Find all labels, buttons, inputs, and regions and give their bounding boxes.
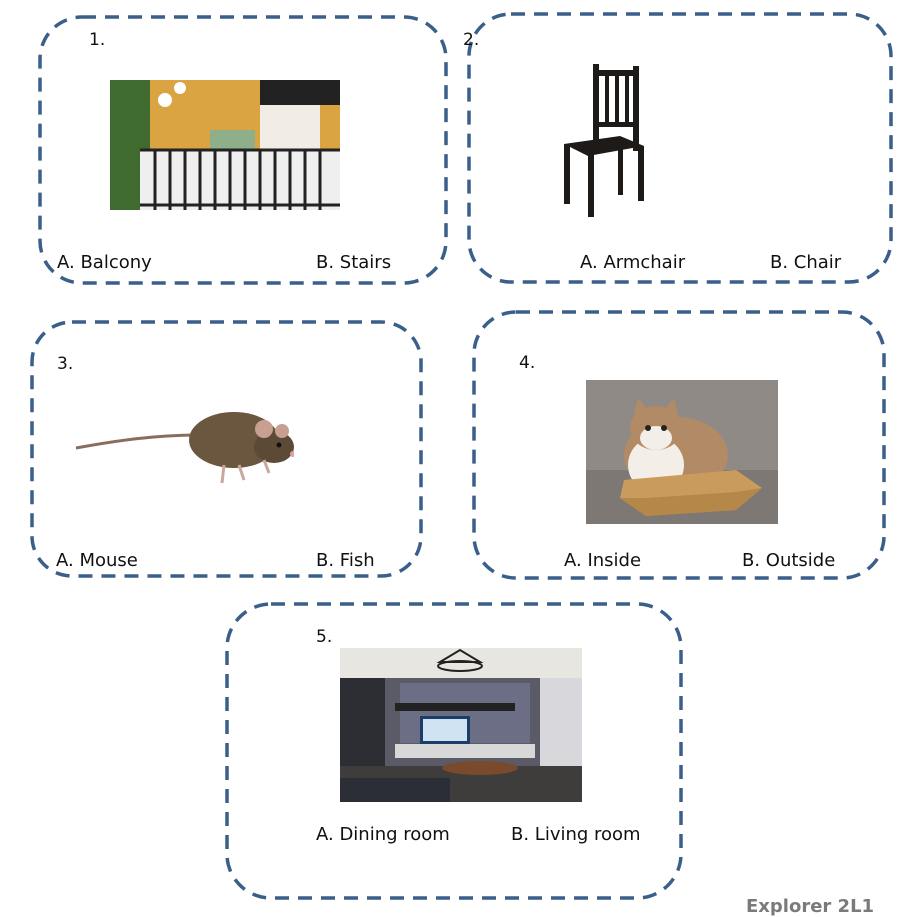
chair-image <box>560 64 650 219</box>
cat-in-box-image <box>586 380 778 524</box>
question-card-2: 2. A. Armchair B. Chair <box>463 12 893 284</box>
option-b[interactable]: B. Chair <box>770 252 842 273</box>
question-number: 5. <box>316 627 333 647</box>
dashed-border <box>30 320 423 578</box>
dashed-border <box>38 15 448 285</box>
option-b[interactable]: B. Fish <box>316 550 375 571</box>
question-card-3: 3. A. Mouse B. Fish <box>30 320 423 578</box>
question-card-5: 5. A. Dining room B. Living room <box>225 602 683 900</box>
dashed-border <box>467 12 893 284</box>
option-a[interactable]: A. Inside <box>564 550 642 571</box>
option-a[interactable]: A. Mouse <box>56 550 138 571</box>
question-number: 2. <box>463 30 480 50</box>
footer-label: Explorer 2L1 <box>746 896 875 917</box>
option-b[interactable]: B. Stairs <box>316 252 392 273</box>
option-a[interactable]: A. Dining room <box>316 824 450 845</box>
question-number: 1. <box>89 30 106 50</box>
question-card-1: 1. A. Balcony B. Stairs <box>38 15 448 285</box>
mouse-image <box>74 405 294 490</box>
living-room-image <box>340 648 582 802</box>
option-a[interactable]: A. Balcony <box>57 252 152 273</box>
option-a[interactable]: A. Armchair <box>580 252 686 273</box>
question-card-4: 4. A. Inside B. Outside <box>472 310 886 580</box>
option-b[interactable]: B. Outside <box>742 550 836 571</box>
option-b[interactable]: B. Living room <box>511 824 641 845</box>
balcony-image <box>110 80 340 210</box>
dashed-border <box>472 310 886 580</box>
question-number: 4. <box>519 353 536 373</box>
question-number: 3. <box>57 354 74 374</box>
dashed-border <box>225 602 683 900</box>
